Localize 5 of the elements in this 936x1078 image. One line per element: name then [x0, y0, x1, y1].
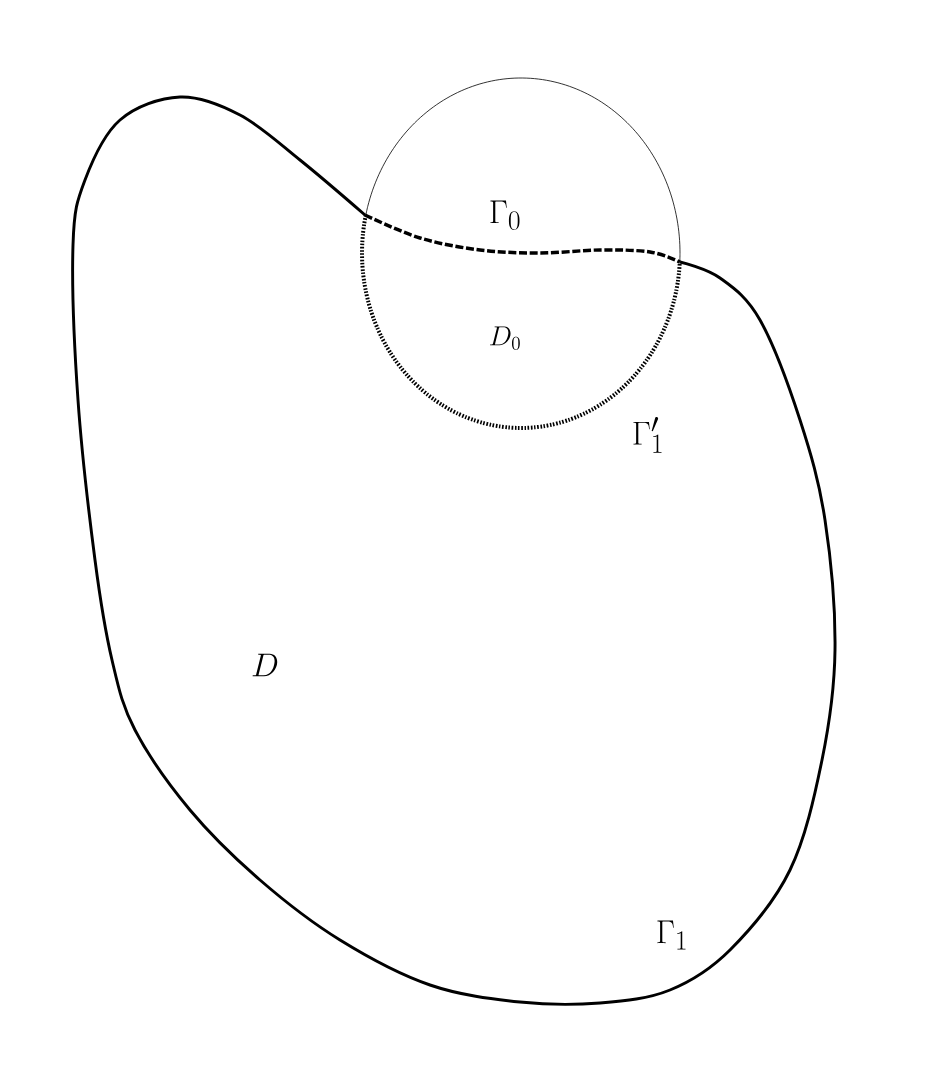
math-label: $\Gamma_1'$: [633, 417, 662, 453]
math-label: $\Gamma_1$: [657, 920, 686, 950]
math-label: $\Gamma_0$: [490, 200, 520, 230]
math-label: $D$: [252, 653, 278, 677]
math-label: $D_0$: [490, 326, 520, 350]
